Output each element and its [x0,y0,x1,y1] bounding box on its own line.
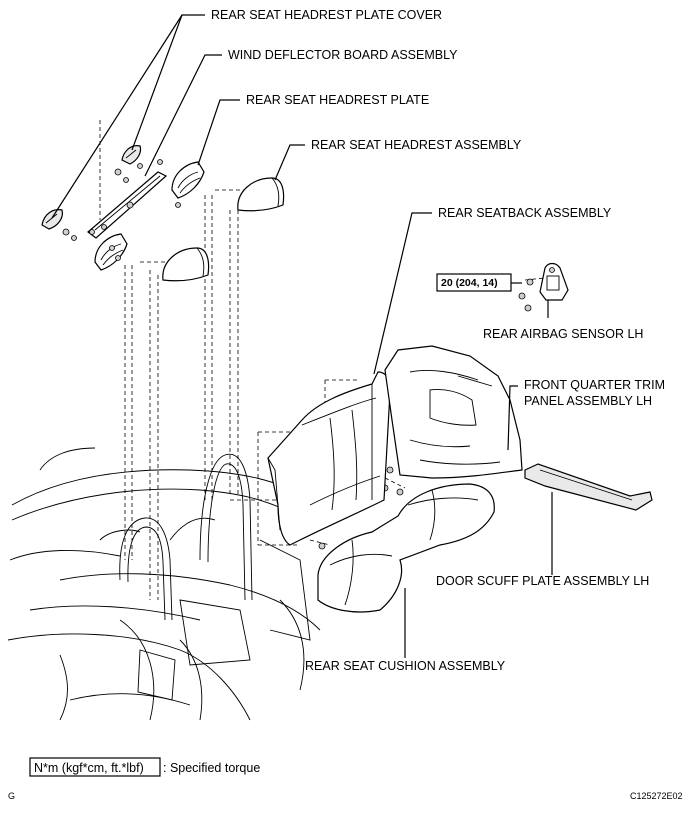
headrest-plate-cover-upper [121,145,142,165]
rear-airbag-sensor [518,262,569,312]
headrest-plate-upper [171,161,205,199]
label-quarter-trim-line1: FRONT QUARTER TRIM [524,378,665,392]
front-quarter-trim-panel [384,345,523,479]
label-wind-deflector: WIND DEFLECTOR BOARD ASSEMBLY [228,48,458,62]
label-scuff-plate: DOOR SCUFF PLATE ASSEMBLY LH [436,574,649,588]
label-plate-cover: REAR SEAT HEADREST PLATE COVER [211,8,442,22]
torque-legend: N*m (kgf*cm, ft.*lbf) : Specified torque [29,757,260,777]
leader-lines [51,14,553,658]
headrest-plate-lower [94,233,128,271]
footer-left-mark: G [8,791,15,801]
rear-seat-cushion-assembly [317,483,495,613]
label-airbag-sensor: REAR AIRBAG SENSOR LH [483,327,643,341]
fastener-bolts [62,159,404,550]
torque-callout: 20 (204, 14) [436,273,512,292]
legend-description: : Specified torque [163,761,260,775]
label-headrest-plate: REAR SEAT HEADREST PLATE [246,93,429,107]
headrest-plate-cover-lower [41,209,63,230]
vehicle-body-outline [7,447,321,721]
torque-value: 20 (204, 14) [441,277,498,289]
door-scuff-plate-assembly [524,463,653,511]
headrest-assembly-upper [237,177,285,212]
label-headrest-assembly: REAR SEAT HEADREST ASSEMBLY [311,138,522,152]
figure-code: C125272E02 [630,791,683,801]
label-cushion: REAR SEAT CUSHION ASSEMBLY [305,659,506,673]
label-quarter-trim-line2: PANEL ASSEMBLY LH [524,394,652,408]
callout-labels: REAR SEAT HEADREST PLATE COVER WIND DEFL… [211,8,665,673]
legend-box-text: N*m (kgf*cm, ft.*lbf) [34,761,144,775]
headrest-assembly-lower [162,247,210,282]
rear-seatback-assembly [267,371,391,546]
label-seatback: REAR SEATBACK ASSEMBLY [438,206,612,220]
wind-deflector-board [87,171,168,239]
